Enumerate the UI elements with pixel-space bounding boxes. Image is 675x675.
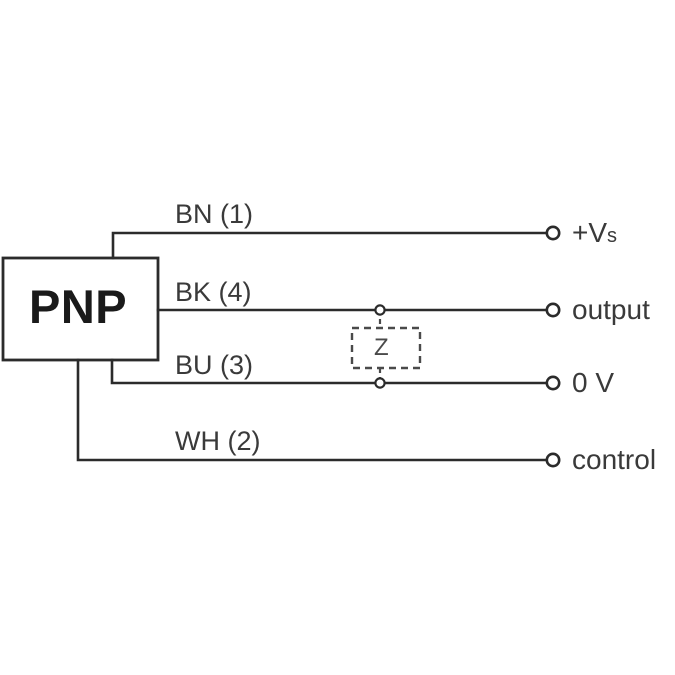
terminal-circle-0v xyxy=(545,375,561,391)
wire-bu-path xyxy=(110,358,548,385)
terminal-label-0v: 0 V xyxy=(572,367,615,398)
terminal-circle-control xyxy=(545,452,561,468)
terminal-circle-vs xyxy=(545,225,561,241)
terminal-label-vs: +Vs xyxy=(572,219,617,247)
pnp-device-box xyxy=(1,256,160,362)
wire-label-bn: BN (1) xyxy=(175,199,254,229)
wire-label-bu: BU (3) xyxy=(175,350,254,380)
junction-dot-output xyxy=(374,304,386,316)
pnp-device-label: PNP xyxy=(29,280,128,333)
terminal-label-output: output xyxy=(572,294,650,325)
terminal-label-control: control xyxy=(572,444,657,475)
terminal-circle-output xyxy=(545,302,561,318)
z-element-label: Z xyxy=(374,334,389,361)
z-element-box xyxy=(350,326,422,370)
junction-dot-0v xyxy=(374,377,386,389)
wire-label-wh: WH (2) xyxy=(175,426,261,456)
terminal-label-vs-subscript: s xyxy=(607,225,618,247)
terminal-label-vs-prefix: +V xyxy=(572,217,608,248)
wire-label-bk: BK (4) xyxy=(175,277,252,307)
wire-bn-path xyxy=(111,231,548,260)
wire-wh-path xyxy=(76,358,548,462)
